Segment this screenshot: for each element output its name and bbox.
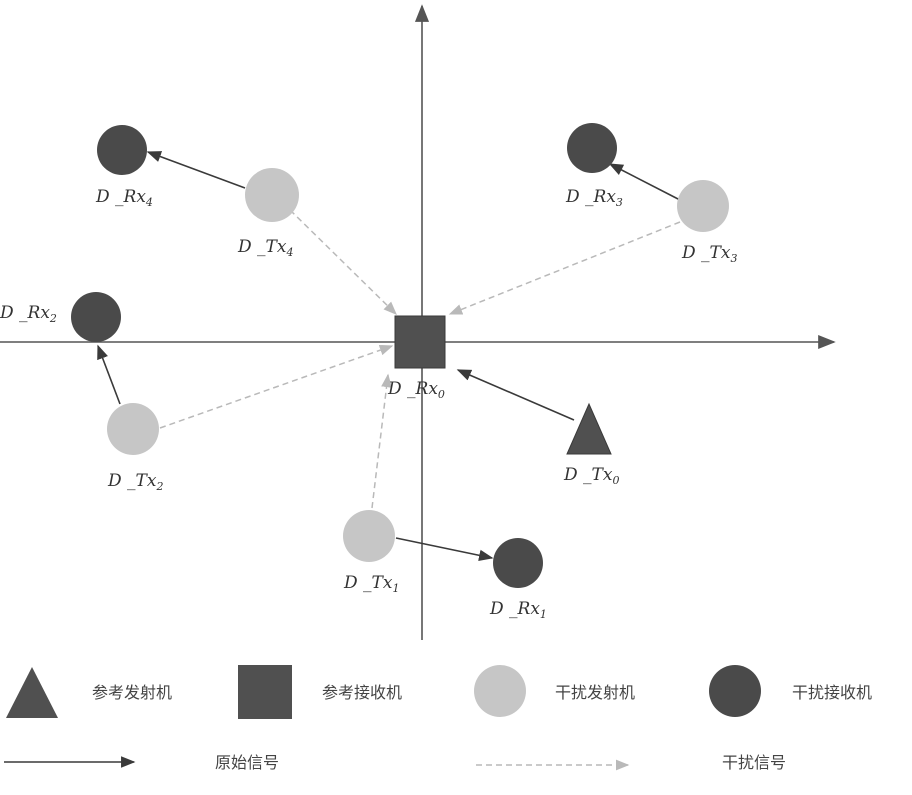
interference-link-tx3-rx0 [448, 221, 681, 315]
legend-reference-transmitter-label: 参考发射机 [92, 683, 172, 702]
legend-interfering-receiver-icon [709, 665, 761, 717]
signal-link-tx0-rx0 [456, 369, 575, 421]
legend-interfering-transmitter-icon [474, 665, 526, 717]
label-rx4: D _Rx4 [95, 187, 153, 209]
interfering-receiver-rx2 [71, 292, 121, 342]
interference-link-tx4-rx0 [289, 209, 397, 315]
signal-link-tx3-rx3 [608, 163, 681, 201]
signal-link-tx2-rx2 [97, 344, 121, 405]
label-tx2: D _Tx2 [107, 471, 163, 493]
legend: 参考发射机 参考接收机 干扰发射机 干扰接收机 原始信号 干扰信号 [4, 665, 872, 772]
label-rx2: D _Rx2 [0, 303, 57, 325]
interfering-receiver-rx3 [567, 123, 617, 173]
interfering-receiver-rx4 [97, 125, 147, 175]
label-tx4: D _Tx4 [237, 237, 293, 259]
interfering-transmitter-tx4 [245, 168, 299, 222]
interference-link-tx1-rx0 [371, 373, 392, 509]
interfering-transmitter-tx3 [677, 180, 729, 232]
legend-interference-signal-label: 干扰信号 [722, 753, 786, 772]
legend-reference-receiver-icon [238, 665, 292, 719]
label-rx0: D _Rx0 [387, 379, 445, 401]
label-tx1: D _Tx1 [343, 573, 399, 595]
interfering-transmitter-tx1 [343, 510, 395, 562]
label-rx3: D _Rx3 [565, 187, 623, 209]
legend-reference-transmitter-icon [6, 667, 58, 718]
legend-interfering-receiver-label: 干扰接收机 [792, 683, 872, 702]
interference-link-tx2-rx0 [159, 344, 394, 429]
signal-link-tx1-rx1 [395, 537, 494, 561]
interfering-receiver-rx1 [493, 538, 543, 588]
label-tx3: D _Tx3 [681, 243, 737, 265]
label-tx0: D _Tx0 [563, 465, 619, 487]
legend-reference-receiver-label: 参考接收机 [322, 683, 402, 702]
label-rx1: D _Rx1 [489, 599, 547, 621]
reference-transmitter-tx0 [566, 402, 612, 455]
interfering-transmitter-tx2 [107, 403, 159, 455]
reference-receiver-rx0 [394, 315, 446, 369]
legend-interfering-transmitter-label: 干扰发射机 [555, 683, 635, 702]
legend-original-signal-label: 原始信号 [215, 753, 279, 772]
signal-link-tx4-rx4 [146, 151, 246, 189]
